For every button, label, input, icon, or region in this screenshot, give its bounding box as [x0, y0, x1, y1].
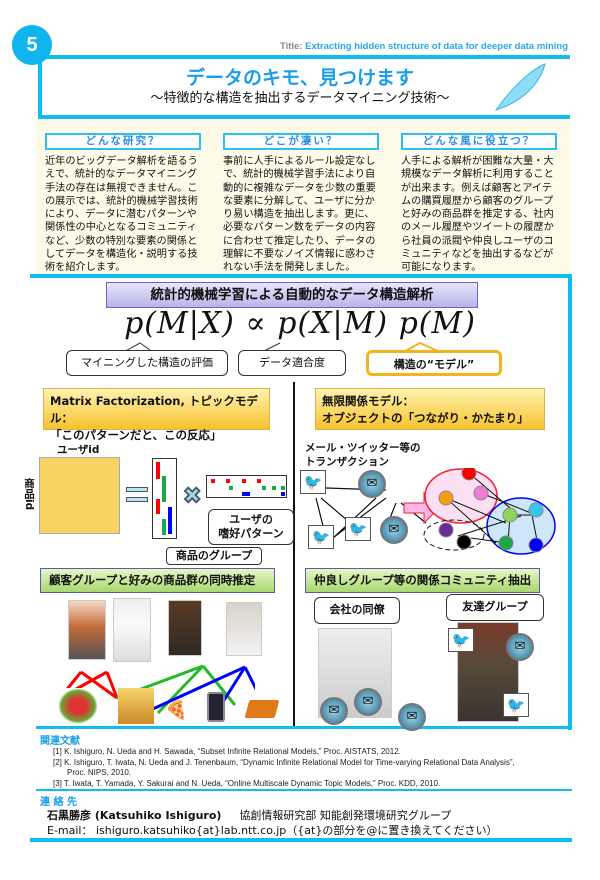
column-text-strength: 事前に人手によるルール設定なしで、統計的機械学習手法により自動的に複雑なデータを… [223, 156, 376, 274]
twitter-icon: 🐦 [448, 628, 474, 652]
column-text-use: 人手による解析が困難な大量・大規模なデータ解析に利用することが出来ます。例えば顧… [401, 156, 554, 274]
contact-line: 石黒勝彦 (Katsuhiko Ishiguro) 協創情報研究部 知能創発環境研… [40, 808, 560, 823]
reference-item: [3] T. Iwata, T. Yamada, Y. Sakurai and … [53, 778, 441, 788]
relation-network-diagram [315, 468, 556, 555]
twitter-icon: 🐦 [308, 525, 334, 549]
column-heading-what: どんな研究？ [45, 133, 201, 150]
mail-icon: ✉ [320, 697, 348, 725]
bayes-formula: p(M|X) ∝ p(X|M) p(M) [124, 306, 476, 341]
multiply-sign: ✖ [182, 483, 202, 509]
user-pattern-callout: ユーザの 嗜好パターン [208, 509, 294, 545]
contact-name: 石黒勝彦 (Katsuhiko Ishiguro) [47, 809, 222, 822]
column-heading-strength: どこが凄い？ [223, 133, 379, 150]
reference-item: Proc. NIPS, 2010. [67, 768, 132, 777]
item-group-matrix [152, 458, 177, 539]
equals-sign [126, 497, 148, 502]
main-banner: 統計的機械学習による自動的なデータ構造解析 [106, 282, 478, 308]
callout-evaluation: マイニングした構造の評価 [66, 350, 228, 376]
header-top-rule [40, 55, 570, 59]
heading-line: 無限関係モデル： [322, 394, 414, 408]
main-bottom-rule [36, 726, 572, 729]
main-top-rule [30, 274, 572, 278]
user-pattern-matrix [206, 475, 287, 498]
english-title: Title: Extracting hidden structure of da… [280, 41, 568, 52]
mail-icon: ✉ [380, 516, 408, 544]
column-heading-use: どんな風に役立つ？ [401, 133, 557, 150]
feather-icon [494, 63, 546, 111]
infinite-relational-heading: 無限関係モデル： オブジェクトの「つながり・かたまり」 [315, 388, 545, 430]
main-right-rule [568, 274, 572, 730]
item-group-callout: 商品のグループ [166, 547, 262, 565]
friends-callout: 友達グループ [446, 594, 544, 621]
reference-item: [2] K. Ishiguro, T. Iwata, N. Ueda and J… [53, 757, 515, 767]
header-left-rule [38, 55, 42, 119]
references-rule [36, 789, 572, 791]
references: 関連文献 [1] K. Ishiguro, N. Ueda and H. Saw… [40, 732, 560, 789]
page-subtitle: ～特徴的な構造を抽出するデータマイニング技術～ [150, 91, 450, 106]
twitter-icon: 🐦 [345, 517, 371, 541]
matrix-factorization-heading: Matrix Factorization, トピックモデル： 「このパターンだと、… [43, 388, 270, 442]
colleagues-callout: 会社の同僚 [314, 597, 400, 624]
contact-affiliation: 協創情報研究部 知能創発環境研究グループ [239, 809, 452, 822]
customer-group-banner: 顧客グループと好みの商品群の同時推定 [40, 568, 275, 593]
column-text-what: 近年のビッグデータ解析を語るうえで、統計的なデータマイニング手法の存在は無視でき… [45, 156, 198, 274]
page-title: データのキモ、見つけます [185, 67, 414, 89]
mail-icon: ✉ [354, 688, 382, 716]
vertical-divider [293, 382, 295, 726]
mail-icon: ✉ [506, 633, 534, 661]
customer-photo [168, 600, 202, 656]
customer-photo [226, 602, 262, 656]
footer-rule [30, 838, 572, 842]
contact-email: E-mail： ishiguro.katsuhiko{at}lab.ntt.co… [47, 824, 498, 837]
vegetables-image [58, 688, 98, 724]
callout-model: 構造の“モデル” [366, 350, 502, 376]
mail-icon: ✉ [398, 703, 426, 731]
title-label: Title: [279, 41, 303, 52]
heading-line: オブジェクトの「つながり・かたまり」 [322, 411, 529, 425]
twitter-icon: 🐦 [300, 470, 326, 494]
callout-data-fit: データ適合度 [238, 350, 346, 376]
header-bottom-rule [38, 115, 570, 119]
book-image [244, 700, 280, 718]
equals-sign [126, 487, 148, 492]
contact: 連 絡 先 石黒勝彦 (Katsuhiko Ishiguro) 協創情報研究部 知… [40, 793, 560, 838]
clothes-image [118, 688, 154, 724]
customer-photo [113, 598, 151, 662]
customer-photo [68, 600, 106, 660]
heading-line: 「このパターンだと、この反応」 [50, 428, 222, 442]
mail-icon: ✉ [358, 470, 386, 498]
section-number-badge: 5 [12, 25, 52, 65]
title-en: Extracting hidden structure of data for … [305, 41, 568, 52]
contact-heading: 連 絡 先 [40, 797, 77, 808]
data-matrix [39, 457, 120, 534]
twitter-icon: 🐦 [503, 693, 529, 717]
community-banner: 仲良しグループ等の関係コミュニティ抽出 [305, 568, 540, 593]
user-id-label: ユーザid [57, 444, 100, 456]
heading-line: Matrix Factorization, トピックモデル： [50, 394, 258, 425]
transactions-label: メール・ツイッター等の トランザクション [305, 442, 421, 468]
phone-image [207, 692, 225, 722]
references-heading: 関連文献 [40, 736, 80, 747]
item-id-label: 商品id [23, 478, 35, 511]
reference-item: [1] K. Ishiguro, N. Ueda and H. Sawada, … [53, 747, 401, 756]
pizza-icon: 🍕 [165, 700, 188, 721]
